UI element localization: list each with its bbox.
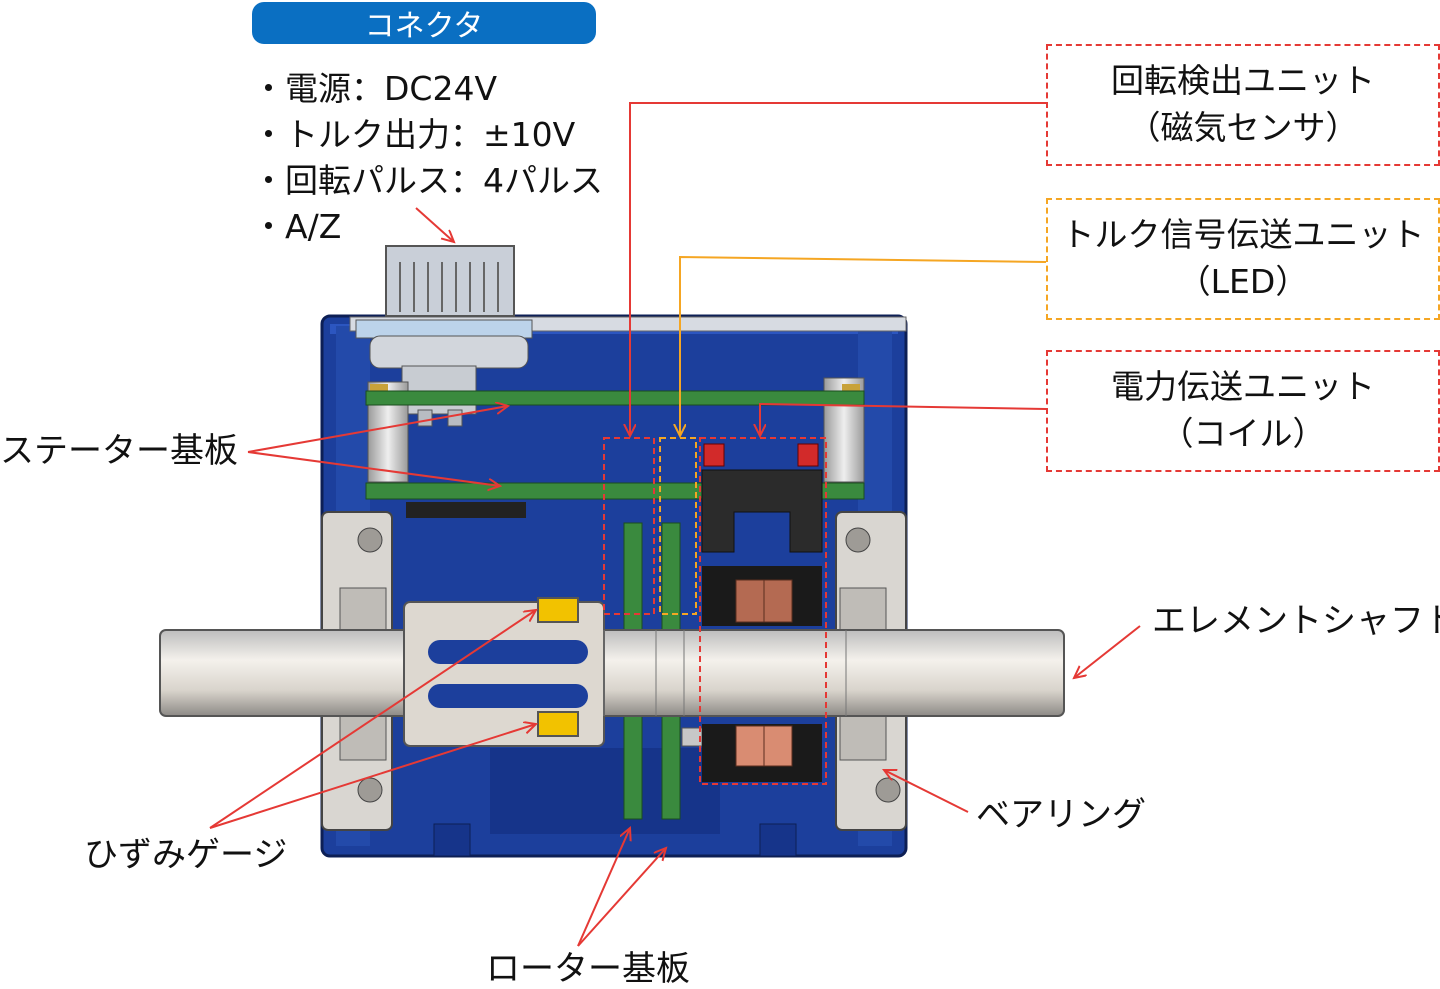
torque-unit-callout: トルク信号伝送ユニット （LED） bbox=[1046, 198, 1440, 320]
bearing-label: ベアリング bbox=[976, 795, 1146, 835]
connector-title: コネクタ bbox=[364, 9, 484, 44]
connector bbox=[355, 245, 533, 427]
rotor-board-label: ローター基板 bbox=[486, 949, 690, 989]
rotation-sensor-region bbox=[603, 437, 655, 615]
power-unit-callout: 電力伝送ユニット （コイル） bbox=[1046, 350, 1440, 472]
coil-assembly bbox=[701, 443, 823, 782]
torque-unit-line2: （LED） bbox=[1177, 262, 1309, 301]
connector-title-pill: コネクタ bbox=[252, 2, 596, 44]
connector-spec-torque: ・トルク出力：±10V bbox=[252, 115, 576, 154]
leader-lines bbox=[209, 102, 1141, 947]
power-unit-line2: （コイル） bbox=[1160, 414, 1326, 453]
torque-unit-line1: トルク信号伝送ユニット bbox=[1061, 215, 1425, 255]
connector-spec-az: ・A/Z bbox=[252, 207, 342, 246]
connector-spec-power: ・電源：DC24V bbox=[252, 69, 498, 108]
rotation-unit-callout: 回転検出ユニット （磁気センサ） bbox=[1046, 44, 1440, 166]
power-unit-line1: 電力伝送ユニット bbox=[1111, 367, 1375, 407]
led-region bbox=[659, 437, 697, 615]
element-shaft bbox=[159, 601, 1065, 747]
connector-spec-pulse: ・回転パルス：4パルス bbox=[252, 161, 603, 200]
rotation-unit-line1: 回転検出ユニット bbox=[1111, 61, 1375, 101]
strain-gauges bbox=[537, 597, 579, 737]
strain-gauge-label: ひずみゲージ bbox=[84, 835, 288, 875]
stator-board-label: ステーター基板 bbox=[0, 431, 238, 471]
rotation-unit-line2: （磁気センサ） bbox=[1127, 108, 1359, 147]
coil-region bbox=[699, 437, 827, 785]
element-shaft-label: エレメントシャフト bbox=[1152, 601, 1440, 641]
